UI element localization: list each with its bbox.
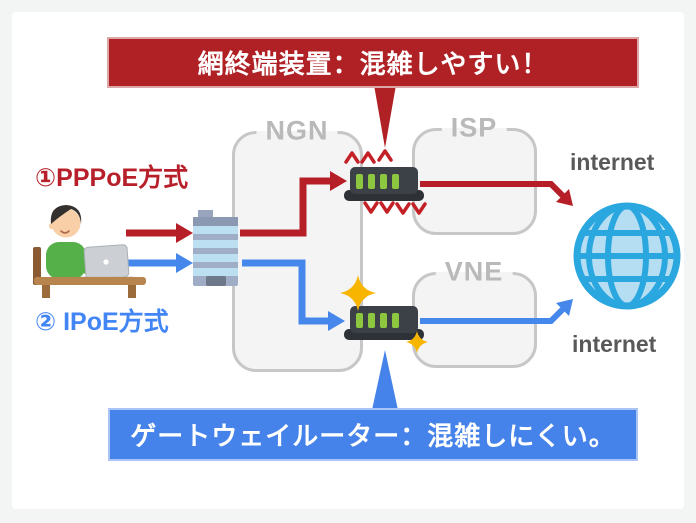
internet-label-top: internet bbox=[570, 149, 655, 175]
internet-label-bottom: internet bbox=[572, 331, 657, 357]
zone-label-isp: ISP bbox=[441, 114, 507, 142]
congestion-warning-banner: 網終端装置：混雑しやすい！ bbox=[107, 37, 639, 88]
zone-box-ngn bbox=[232, 131, 363, 372]
congestion-warning-text: 網終端装置：混雑しやすい！ bbox=[197, 49, 549, 79]
zone-box-isp bbox=[412, 128, 537, 235]
zone-label-vne: VNE bbox=[435, 258, 513, 286]
gateway-info-banner: ゲートウェイルーター：混雑しにくい。 bbox=[108, 408, 638, 461]
gateway-info-text: ゲートウェイルーター：混雑しにくい。 bbox=[130, 421, 616, 451]
ipoe-method-label: ② IPoE方式 bbox=[35, 308, 169, 336]
zone-label-ngn: NGN bbox=[256, 117, 338, 145]
pppoe-method-label: ①PPPoE方式 bbox=[35, 164, 189, 192]
